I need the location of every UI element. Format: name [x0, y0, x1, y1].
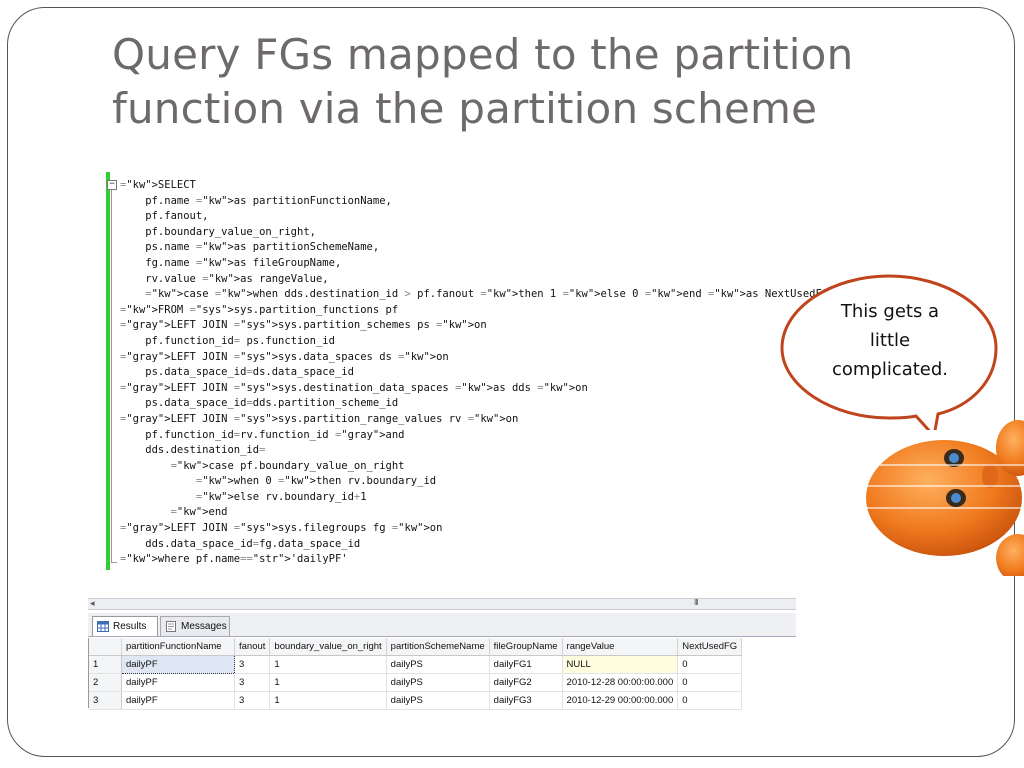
- tab-results[interactable]: Results: [92, 616, 158, 636]
- table-cell[interactable]: 3: [234, 691, 271, 710]
- bubble-line-2: little: [869, 330, 911, 351]
- change-tracking-bar: [106, 172, 110, 570]
- sql-line: dds.data_space_id=fg.data_space_id: [120, 537, 361, 550]
- tab-results-label: Results: [113, 621, 147, 632]
- sql-line: pf.function_id=rv.function_id ="gray">an…: [120, 428, 405, 441]
- sql-line: ="gray">LEFT JOIN ="sys">sys.partition_s…: [120, 319, 487, 332]
- slide-title: Query FGs mapped to the partition functi…: [112, 28, 932, 136]
- sql-line: ="gray">LEFT JOIN ="sys">sys.partition_r…: [120, 412, 519, 425]
- slide-frame: [7, 7, 1015, 757]
- table-cell[interactable]: NULL: [562, 655, 679, 674]
- collapse-minus-icon[interactable]: −: [107, 180, 117, 190]
- column-header[interactable]: rangeValue: [562, 638, 679, 656]
- scroll-left-arrow-icon[interactable]: ◂: [90, 598, 95, 608]
- sql-line: ="kw">else rv.boundary_id+1: [195, 490, 367, 503]
- title-line-1: Query FGs mapped to the partition: [112, 30, 854, 79]
- sql-line: ="kw">where pf.name=="str">'dailyPF': [120, 553, 348, 566]
- table-cell[interactable]: 2010-12-28 00:00:00.000: [562, 673, 679, 692]
- tab-messages-label: Messages: [181, 621, 227, 632]
- table-cell[interactable]: 3: [234, 673, 271, 692]
- table-cell[interactable]: dailyFG2: [489, 673, 563, 692]
- sql-line: ="gray">LEFT JOIN ="sys">sys.filegroups …: [120, 522, 443, 535]
- sql-line: rv.value ="kw">as rangeValue,: [120, 272, 329, 285]
- table-cell[interactable]: 0: [677, 673, 743, 692]
- messages-icon: [166, 621, 176, 632]
- sql-line: fg.name ="kw">as fileGroupName,: [120, 256, 342, 269]
- sql-line: pf.boundary_value_on_right,: [120, 225, 316, 238]
- table-cell[interactable]: 2010-12-29 00:00:00.000: [562, 691, 679, 710]
- doll-head-image: [858, 420, 1024, 576]
- sql-line: ="kw">FROM ="sys">sys.partition_function…: [120, 303, 399, 316]
- table-cell[interactable]: dailyFG3: [489, 691, 563, 710]
- sql-line: pf.name ="kw">as partitionFunctionName,: [120, 194, 392, 207]
- table-cell[interactable]: dailyPF: [121, 673, 235, 692]
- sql-line: pf.fanout,: [120, 210, 209, 223]
- column-header[interactable]: NextUsedFG: [677, 638, 743, 656]
- bubble-line-1: This gets a: [840, 301, 940, 322]
- results-tab-strip: Results Messages: [88, 613, 796, 637]
- table-cell[interactable]: 0: [677, 655, 743, 674]
- sql-line: ps.data_space_id=dds.partition_scheme_id: [120, 397, 399, 410]
- column-header[interactable]: boundary_value_on_right: [269, 638, 387, 656]
- column-header[interactable]: partitionSchemeName: [386, 638, 490, 656]
- horizontal-scrollbar[interactable]: ◂ III: [88, 598, 796, 610]
- table-cell[interactable]: dailyPF: [121, 691, 235, 710]
- column-header[interactable]: fileGroupName: [489, 638, 563, 656]
- table-cell[interactable]: 1: [269, 673, 387, 692]
- table-cell[interactable]: 3: [234, 655, 271, 674]
- sql-code[interactable]: ="kw">SELECT pf.name ="kw">as partitionF…: [120, 178, 828, 568]
- column-header[interactable]: fanout: [234, 638, 271, 656]
- table-cell[interactable]: 0: [677, 691, 743, 710]
- speech-bubble: [780, 274, 998, 430]
- sql-line: ps.data_space_id=ds.data_space_id: [120, 366, 354, 379]
- query-editor[interactable]: [88, 170, 796, 600]
- table-cell[interactable]: 1: [269, 691, 387, 710]
- outline-line: [111, 190, 112, 562]
- sql-line: ="kw">when 0 ="kw">then rv.boundary_id: [195, 475, 437, 488]
- row-number[interactable]: 1: [89, 655, 122, 674]
- row-number[interactable]: 2: [89, 673, 122, 692]
- title-line-2: function via the partition scheme: [112, 84, 818, 133]
- table-cell[interactable]: dailyPS: [386, 673, 490, 692]
- row-number[interactable]: 3: [89, 691, 122, 710]
- sql-line: ="kw">case ="kw">when dds.destination_id…: [145, 288, 829, 301]
- sql-line: ="gray">LEFT JOIN ="sys">sys.destination…: [120, 381, 588, 394]
- sql-line: ="kw">case pf.boundary_value_on_right: [170, 459, 405, 472]
- sql-line: ="gray">LEFT JOIN ="sys">sys.data_spaces…: [120, 350, 449, 363]
- outline-line-end: [111, 562, 117, 563]
- table-cell[interactable]: dailyFG1: [489, 655, 563, 674]
- table-cell[interactable]: 1: [269, 655, 387, 674]
- column-header[interactable]: partitionFunctionName: [121, 638, 235, 656]
- sql-line: ="kw">SELECT: [120, 179, 196, 191]
- scrollbar-grip-icon[interactable]: III: [694, 598, 699, 607]
- sql-line: ps.name ="kw">as partitionSchemeName,: [120, 241, 380, 254]
- grid-icon: [97, 621, 109, 632]
- table-cell[interactable]: dailyPF: [121, 655, 235, 674]
- sql-line: dds.destination_id=: [120, 444, 266, 457]
- speech-bubble-text: This gets a little complicated.: [800, 297, 980, 384]
- sql-line: ="kw">end: [170, 506, 228, 519]
- table-cell[interactable]: dailyPS: [386, 691, 490, 710]
- table-cell[interactable]: dailyPS: [386, 655, 490, 674]
- row-number-header: [89, 638, 122, 656]
- bubble-line-3: complicated.: [831, 359, 949, 380]
- sql-line: pf.function_id= ps.function_id: [120, 334, 335, 347]
- tab-messages[interactable]: Messages: [160, 616, 230, 636]
